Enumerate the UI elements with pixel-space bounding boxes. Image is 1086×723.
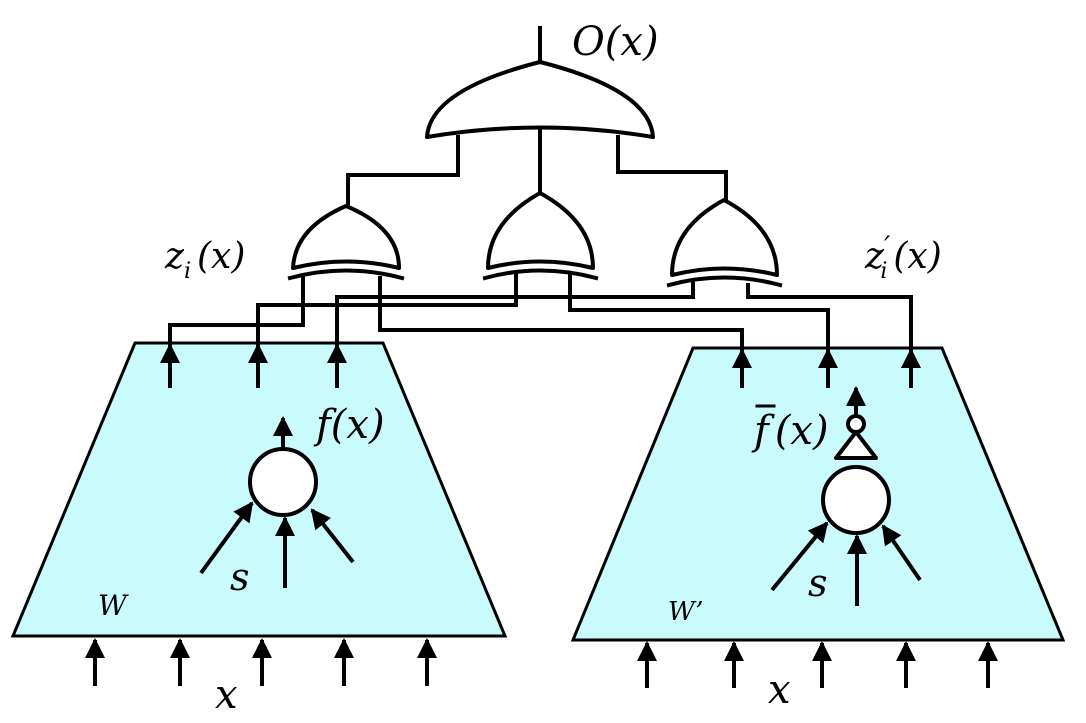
label-x-right: x [768, 667, 791, 713]
label-x-left: x [215, 672, 238, 718]
arrow-neuron-right-in-3 [881, 524, 922, 582]
route-right-a [335, 295, 695, 347]
xor-gate-left [287, 204, 405, 281]
wire-top-to-xor-left [346, 135, 460, 209]
arrow-neuron-left-in-1 [199, 501, 254, 575]
label-f-left: f(x) [313, 402, 385, 448]
label-z-right: z′i(x) [864, 230, 942, 284]
arrow-neuron-left-in-3 [310, 508, 355, 564]
label-f-right-group: f(x) [751, 404, 829, 454]
route-right-b [746, 295, 913, 352]
neuron-right [821, 465, 891, 535]
arrow-neuron-right-in-1 [770, 521, 829, 592]
label-w-right: W’ [668, 597, 703, 627]
xor-gate-right [666, 198, 783, 288]
network-w-right [570, 346, 1066, 642]
label-s-right: s [808, 561, 828, 605]
xor-gate-middle [482, 191, 599, 281]
wire-top-to-xor-right [616, 135, 728, 202]
route-left-2 [378, 328, 744, 352]
label-w-left: W [98, 589, 129, 622]
route-mid-a [256, 303, 518, 347]
neuron-left [248, 447, 318, 517]
label-s-left: s [230, 555, 250, 599]
or-gate-output [425, 60, 655, 139]
label-f-right: f(x) [751, 408, 829, 454]
inverter-triangle [834, 430, 878, 460]
route-mid-b [568, 308, 830, 352]
label-z-left: zi(x) [164, 236, 245, 284]
label-output: O(x) [572, 19, 659, 65]
inverter-bubble [846, 414, 866, 434]
